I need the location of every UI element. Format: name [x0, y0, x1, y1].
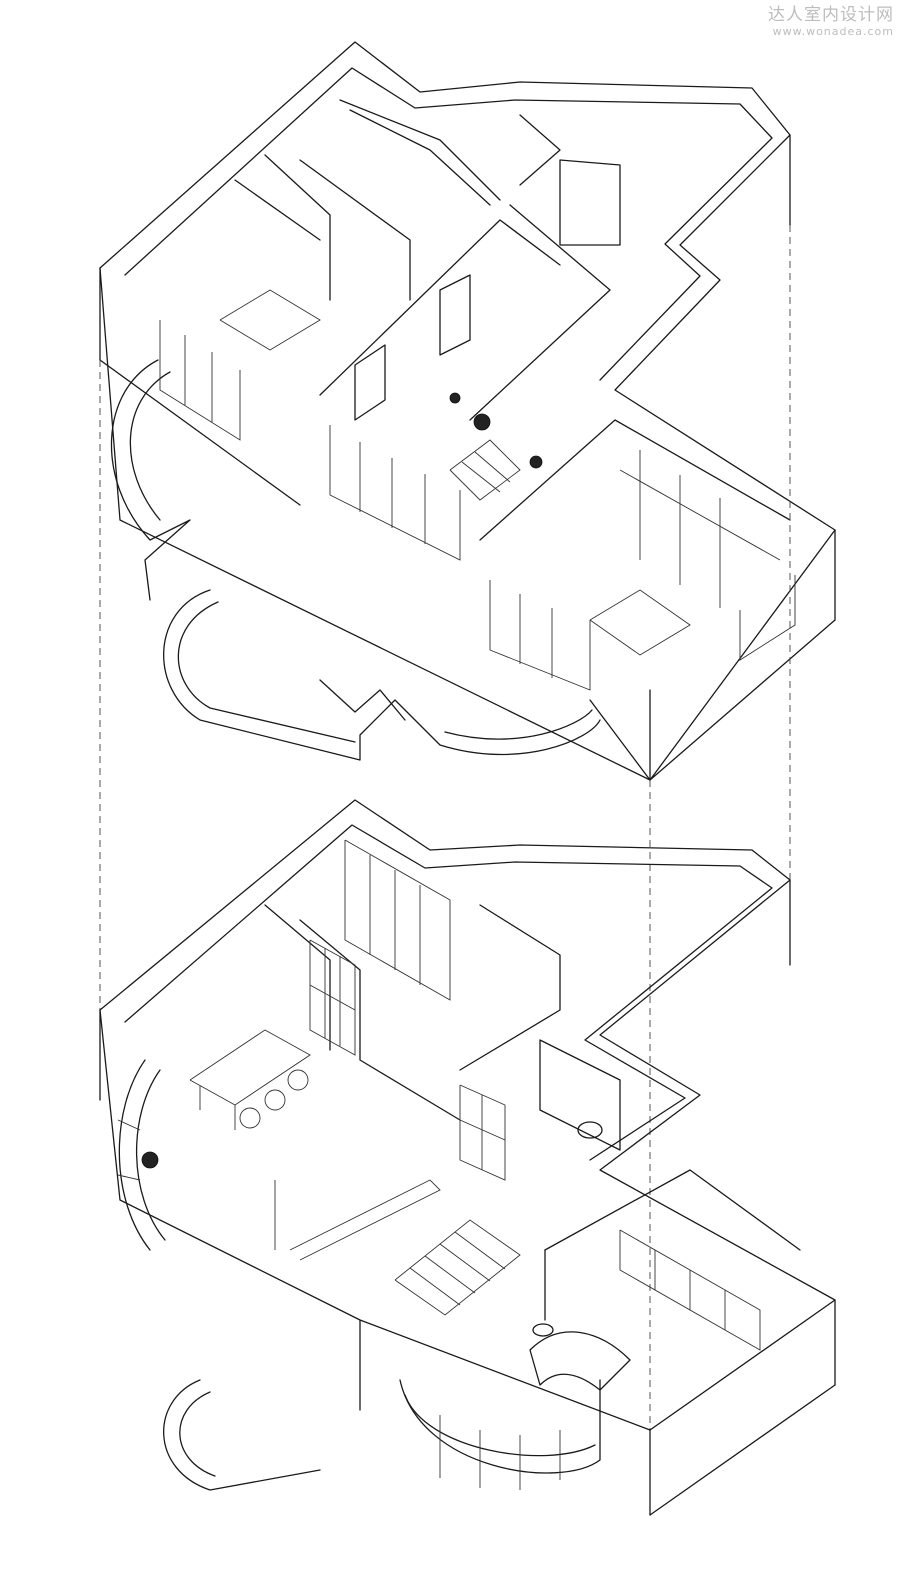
upper-stairs: [449, 439, 521, 501]
lower-shelving: [344, 839, 451, 1001]
plant-icon: [449, 392, 461, 404]
toilet-icon: [577, 1121, 603, 1139]
lower-wardrobe: [619, 1229, 761, 1351]
watermark-site-name: 达人室内设计网: [768, 5, 894, 25]
watermark: 达人室内设计网 www.wonadea.com: [768, 5, 894, 38]
watermark-url: www.wonadea.com: [772, 24, 894, 38]
lower-glazed-doors: [309, 939, 506, 1181]
stool-icon: [532, 1323, 554, 1337]
plant-icon: [141, 1151, 159, 1169]
upper-outer-wall: [99, 41, 836, 781]
upper-closet: [339, 99, 501, 201]
plant-icon: [473, 413, 491, 431]
lower-outer-wall: [99, 799, 836, 1431]
lower-stairs: [394, 1219, 521, 1316]
lower-dining-set: [189, 1029, 311, 1130]
upper-partition: [264, 154, 331, 301]
lower-floor: [99, 799, 836, 1516]
plant-icon: [529, 455, 543, 469]
upper-door: [439, 274, 471, 356]
upper-floor: [99, 41, 836, 781]
upper-inner-wall: [124, 67, 773, 381]
upper-windows: [159, 320, 796, 691]
sofa-icon: [529, 1331, 631, 1391]
lower-bay-window: [399, 1379, 601, 1474]
upper-bottom-balcony: [163, 589, 601, 761]
upper-left-balcony: [110, 359, 191, 601]
lower-left-glazing: [118, 1059, 151, 1251]
alignment-lines: [99, 225, 791, 1430]
lower-bottom-balcony: [163, 1379, 321, 1491]
